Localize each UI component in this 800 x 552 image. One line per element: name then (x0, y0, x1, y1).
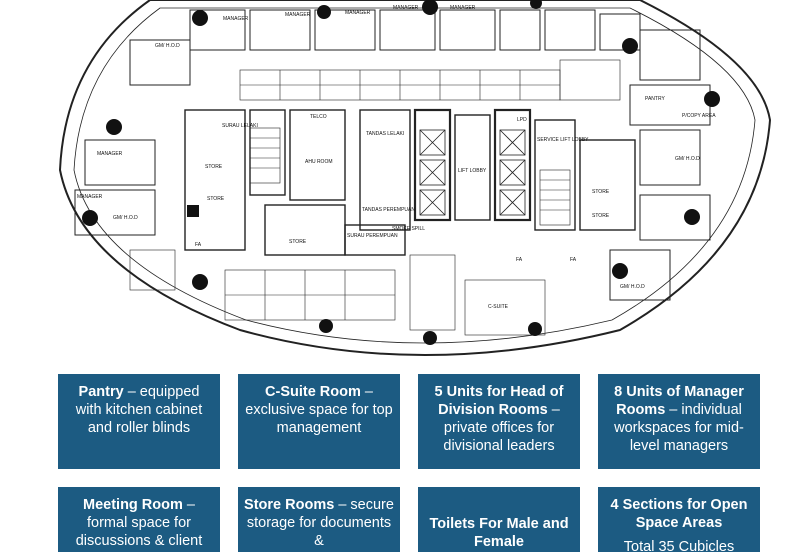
card-desc: Total 35 Cubicles (623, 539, 735, 552)
card-manager-rooms: 8 Units of Manager Rooms – individual wo… (598, 374, 760, 469)
card-c-suite: C-Suite Room – exclusive space for top m… (238, 374, 400, 469)
label-manager-2: MANAGER (285, 12, 311, 18)
label-manager-1: MANAGER (223, 16, 249, 22)
card-title: Store Rooms (244, 497, 335, 513)
card-title: 5 Units for Head of Division Rooms (434, 384, 564, 418)
label-fa-2: FA (516, 257, 523, 263)
card-title: 8 Units of Manager Rooms (614, 384, 744, 418)
building-outline (58, 0, 772, 356)
label-manager-5: MANAGER (450, 5, 476, 11)
card-title: Meeting Room (83, 497, 183, 513)
card-title: Pantry (78, 384, 124, 400)
label-service-lift-lobby: SERVICE LIFT LOBBY (537, 137, 589, 143)
label-manager-4: MANAGER (393, 5, 419, 11)
service-core (184, 108, 636, 256)
label-photocopy: P/COPY AREA (682, 113, 716, 119)
stairs (249, 127, 571, 226)
label-lpd: LPD (517, 117, 527, 123)
card-meeting-room: Meeting Room – formal space for discussi… (58, 487, 220, 552)
top-office-row (189, 9, 641, 51)
label-telco: TELCO (310, 114, 327, 120)
label-manager-7: MANAGER (77, 194, 103, 200)
floor-plan: MANAGER MANAGER MANAGER MANAGER MANAGER … (58, 0, 772, 356)
card-desc: secure storage for documents & (246, 497, 394, 549)
label-manager-6: MANAGER (97, 151, 123, 157)
columns (82, 0, 720, 345)
workstation-clusters (129, 59, 621, 336)
label-store-4: STORE (592, 189, 610, 195)
label-ahu-room: AHU ROOM (305, 159, 333, 165)
label-gm-hod-4: GM/ H.O.D (620, 284, 645, 290)
label-manager-3: MANAGER (345, 10, 371, 16)
label-store-1: STORE (205, 164, 223, 170)
label-gm-hod-1: GM/ H.O.D (155, 43, 180, 49)
card-head-of-division: 5 Units for Head of Division Rooms – pri… (418, 374, 580, 469)
label-c-suite: C-SUITE (488, 304, 509, 310)
label-gm-hod-3: GM/ H.O.D (675, 156, 700, 162)
label-tandas-perempuan: TANDAS PEREMPUAN (362, 207, 415, 213)
card-title: 4 Sections for Open Space Areas (610, 497, 748, 531)
card-title: Toilets For Male and Female (429, 516, 569, 550)
card-desc: equipped with kitchen cabinet and roller… (75, 384, 203, 436)
card-title: C-Suite Room (265, 384, 361, 400)
card-desc: exclusive space for top management (245, 402, 393, 436)
label-store-5: STORE (592, 213, 610, 219)
card-toilets: Toilets For Male and Female (418, 487, 580, 552)
label-pantry: PANTRY (645, 96, 665, 102)
card-desc: individual workspaces for mid-level mana… (614, 402, 744, 454)
card-pantry: Pantry – equipped with kitchen cabinet a… (58, 374, 220, 469)
label-store-3: STORE (289, 239, 307, 245)
label-surau-lelaki: SURAU LELAKI (222, 123, 258, 129)
label-fa-3: FA (570, 257, 577, 263)
label-store-2: STORE (207, 196, 225, 202)
label-tandas-lelaki: TANDAS LELAKI (366, 131, 404, 137)
card-desc: private offices for divisional leaders (443, 420, 555, 454)
label-lift-lobby: LIFT LOBBY (458, 168, 487, 174)
card-store-rooms: Store Rooms – secure storage for documen… (238, 487, 400, 552)
label-fa-1: FA (195, 242, 202, 248)
lift-shafts (419, 129, 526, 216)
label-gm-hod-2: GM/ H.O.D (113, 215, 138, 221)
card-desc: formal space for discussions & client (75, 515, 203, 549)
label-surau-perempuan: SURAU PEREMPUAN (347, 233, 398, 239)
label-smoke-spill: SMOKE SPILL (392, 226, 425, 232)
